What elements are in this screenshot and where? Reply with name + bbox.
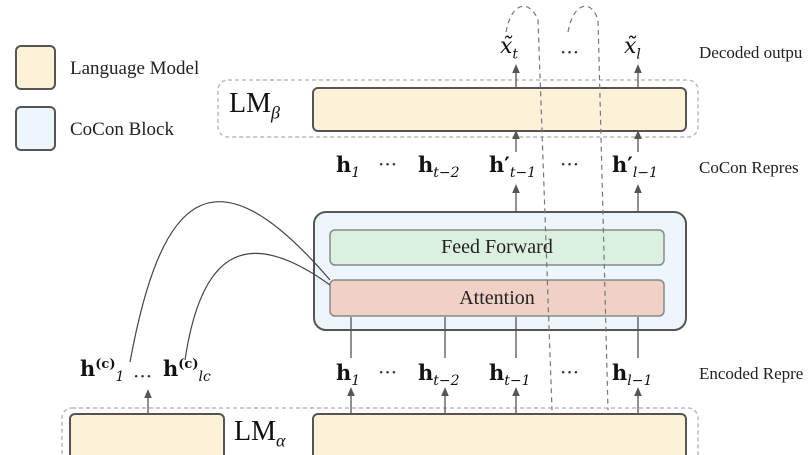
legend-cocon-label: CoCon Block bbox=[70, 119, 174, 140]
cocon-h1: h1 bbox=[336, 152, 361, 182]
legend-lm-swatch bbox=[15, 45, 56, 90]
enc-dots-1: ··· bbox=[378, 360, 398, 384]
output-dots: ··· bbox=[560, 40, 580, 64]
feed-forward-block bbox=[329, 229, 665, 266]
cocon-ht2: ht−2 bbox=[418, 152, 460, 182]
output-x-l: x̃l bbox=[624, 34, 641, 63]
lm-alpha-content-block bbox=[69, 413, 225, 455]
feed-forward-label: Feed Forward bbox=[441, 236, 553, 258]
cocon-repr-label: CoCon Repres bbox=[699, 158, 799, 177]
decoded-output-label: Decoded outpu bbox=[699, 43, 803, 62]
cocon-dots-2: ··· bbox=[560, 152, 580, 176]
enc-hl1: hl−1 bbox=[612, 360, 653, 390]
legend-cocon-swatch bbox=[15, 106, 56, 151]
content-curve-2 bbox=[184, 252, 331, 361]
content-curve-1 bbox=[129, 201, 331, 363]
attention-block bbox=[329, 279, 665, 317]
lm-alpha-block bbox=[312, 413, 687, 455]
lm-alpha-container bbox=[61, 407, 699, 455]
lm-beta-block bbox=[312, 87, 687, 132]
cocon-dots-1: ··· bbox=[378, 152, 398, 176]
content-dots: ··· bbox=[133, 364, 153, 388]
content-hclc: h(c)lc bbox=[163, 356, 211, 386]
enc-dots-2: ··· bbox=[560, 360, 580, 384]
lm-beta-label: LMβ bbox=[229, 88, 280, 123]
enc-h1: h1 bbox=[336, 360, 361, 390]
cocon-hl1-prime: h′l−1 bbox=[612, 152, 658, 182]
lm-alpha-label: LMα bbox=[234, 416, 286, 451]
legend-lm-label: Language Model bbox=[70, 58, 200, 79]
cocon-ht1-prime: h′t−1 bbox=[489, 152, 537, 182]
enc-ht2: ht−2 bbox=[418, 360, 460, 390]
enc-ht1: ht−1 bbox=[489, 360, 531, 390]
attention-label: Attention bbox=[459, 287, 535, 309]
lm-beta-container bbox=[217, 79, 699, 138]
output-x-t: x̃t bbox=[500, 34, 519, 63]
feedback-loop-1 bbox=[505, 5, 553, 411]
encoded-repr-label: Encoded Repre bbox=[699, 364, 804, 383]
content-hc1: h(c)1 bbox=[80, 356, 125, 386]
feedback-loop-2 bbox=[567, 5, 609, 411]
